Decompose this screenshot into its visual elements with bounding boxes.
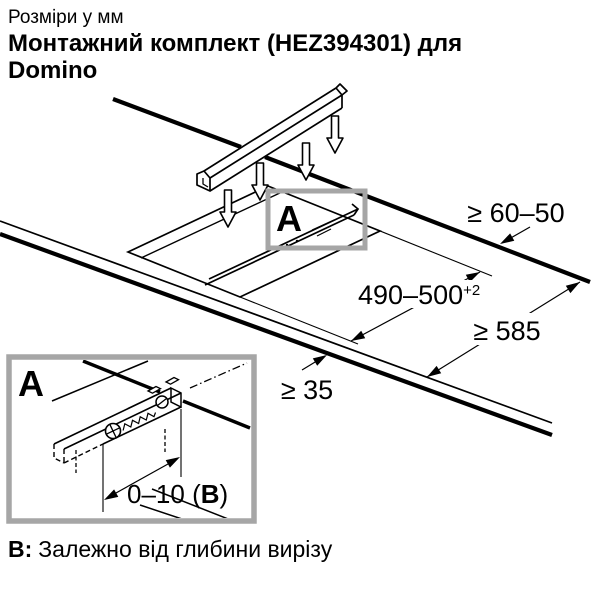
- label-mask: [461, 313, 556, 345]
- cutout-outline: [125, 185, 383, 298]
- lowered-rail-front-edge: [209, 107, 343, 192]
- detail-worktop-edge: [182, 399, 251, 430]
- header: Розміри у мм Монтажний комплект (HEZ3943…: [8, 6, 462, 84]
- callout-a-label: A: [276, 198, 302, 239]
- dim-front-clearance: ≥ 35: [281, 355, 333, 405]
- clamp-hook: [146, 385, 162, 394]
- cutout: [125, 185, 383, 298]
- worktop-back-edge: [112, 97, 591, 284]
- rail-mark-2: [316, 228, 332, 237]
- detail-rail-top-back: [53, 387, 172, 445]
- worktop-front-edge-top: [0, 220, 553, 424]
- screw-thread: [122, 412, 157, 431]
- detail-a-label: A: [18, 363, 44, 404]
- detail-rail-left-end-hidden: [53, 444, 65, 464]
- label-mask: [356, 280, 496, 308]
- down-arrow-icon: [251, 162, 269, 201]
- dim-label-back-clearance: ≥ 60–50: [467, 198, 564, 228]
- extension-line: [379, 230, 493, 277]
- detail-cutout-edge: [51, 360, 149, 402]
- fixing-screw-icon: [104, 412, 157, 440]
- dimensions-note: Розміри у мм: [8, 7, 124, 28]
- detail-inset-a: A 0–10 (B): [6, 354, 257, 524]
- worktop-back-edge-left: [112, 97, 242, 149]
- down-arrow-icon: [326, 115, 344, 154]
- screw-hole-slot: [157, 397, 167, 407]
- rail-mark-1: [311, 219, 335, 231]
- lowered-rail-ridge: [209, 94, 343, 179]
- down-arrow-icon: [297, 142, 315, 181]
- detail-drawing: [51, 360, 251, 518]
- centerline: [189, 362, 248, 389]
- cutout-inner-wall-line: [140, 191, 283, 259]
- dim-cutout-depth: 490–500+2: [239, 230, 496, 345]
- dim-label-overhang: 0–10 (B): [127, 479, 228, 509]
- worktop-front-edge-bottom: [0, 232, 553, 437]
- worktop-front-edge: [0, 220, 553, 437]
- footnote: B:Залежно від глибини вирізу: [8, 536, 332, 563]
- mounting-rail-lowered: [196, 83, 348, 192]
- arrowhead: [104, 489, 119, 500]
- detail-rail-bottom-hidden: [63, 443, 104, 464]
- footnote-text: Залежно від глибини вирізу: [38, 536, 333, 562]
- detail-worktop-edge: [82, 360, 161, 394]
- screw-cross-2: [109, 424, 117, 438]
- arrowhead: [165, 457, 180, 468]
- page-title-line2: Domino: [8, 57, 98, 84]
- rail-dot-2: [295, 239, 299, 243]
- insertion-arrows: [219, 115, 344, 228]
- arrowhead: [427, 365, 442, 377]
- detail-rail-end-face: [170, 386, 182, 409]
- rail-end-cap: [351, 203, 360, 216]
- lowered-rail-channel-notch: [202, 178, 209, 188]
- extension-line: [239, 296, 359, 345]
- arrowhead: [351, 330, 366, 341]
- callout-box-a: [265, 188, 368, 251]
- dim-overhang: [102, 409, 182, 512]
- arrowhead: [465, 272, 480, 283]
- footnote-key: B:: [8, 536, 33, 562]
- detail-front-edge-2: [139, 504, 182, 518]
- lowered-rail-tip-step: [335, 83, 348, 96]
- arrowhead: [312, 355, 327, 366]
- dim-label-cutout-depth: 490–500+2: [358, 280, 480, 310]
- arrowhead: [565, 282, 580, 294]
- dim-label-worktop-depth: ≥ 585: [473, 316, 540, 346]
- worktop-back-edge-right: [264, 155, 591, 284]
- lowered-rail-back-edge: [203, 87, 337, 172]
- arrowhead: [500, 233, 515, 244]
- detail-front-edge: [151, 488, 228, 518]
- dim-back-clearance: ≥ 60–50: [467, 198, 565, 244]
- dimension-line: [106, 458, 178, 499]
- detail-frame: [6, 354, 257, 524]
- callout-a: A: [265, 188, 368, 251]
- dim-worktop-depth: ≥ 585: [426, 281, 581, 378]
- down-arrow-icon: [219, 189, 237, 228]
- clamp-hook: [164, 376, 180, 385]
- dim-label-front-clearance: ≥ 35: [281, 375, 333, 405]
- page-title: Монтажний комплект (HEZ394301) для Domin…: [8, 30, 462, 84]
- page-title-line1: Монтажний комплект (HEZ394301) для: [8, 30, 463, 57]
